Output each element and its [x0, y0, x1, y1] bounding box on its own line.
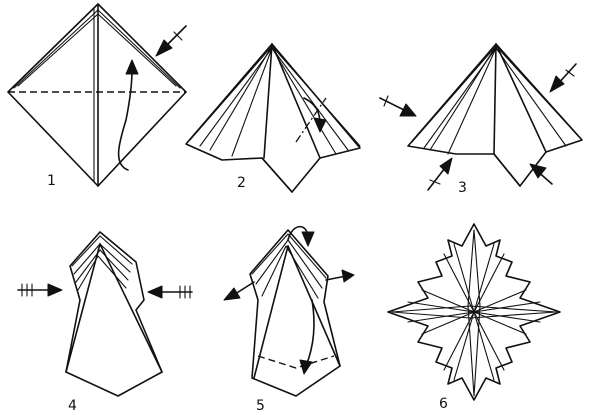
step-1-push-arrowhead	[155, 39, 173, 57]
step-2-flap-right	[271, 45, 361, 147]
step-2-bottom-left	[261, 157, 293, 193]
step-5-arrow-right-head	[341, 269, 355, 283]
step-2-figure	[185, 43, 361, 193]
step-6-ray-7	[473, 311, 505, 371]
step-4-right-edge	[99, 243, 163, 373]
step-6-ray-14	[407, 301, 475, 313]
step-6-ray-1	[473, 253, 505, 313]
step-2-fold-arrowhead	[313, 117, 327, 133]
step-3-arrow-bottom-left-head	[439, 157, 453, 175]
step-2-center-left	[263, 43, 273, 159]
step-1-arrow-tick	[173, 31, 183, 41]
step-6-vertical-spike	[467, 229, 481, 397]
step-6-ray-9	[473, 243, 495, 313]
step-4-top-layer	[71, 235, 133, 267]
step-1-number: 1	[47, 173, 56, 189]
step-1-square	[7, 3, 187, 187]
step-5-top-layer-3	[261, 245, 319, 299]
step-2-flap-right-2	[271, 47, 349, 151]
step-3-center-left	[493, 43, 497, 155]
step-1-fold-arrowhead	[125, 59, 139, 75]
step-4-number: 4	[68, 398, 77, 414]
step-5-figure	[223, 225, 355, 397]
step-5-arrow-left-head	[223, 287, 241, 301]
step-6-ray-15	[473, 311, 541, 323]
step-3-arrow-bottom-right-head	[529, 163, 547, 179]
step-3-number: 3	[458, 180, 467, 196]
step-6-ray-3	[473, 289, 527, 313]
step-2-center-right	[271, 43, 321, 159]
step-6-ray-5	[473, 311, 527, 335]
step-5-arrow-down	[305, 299, 315, 367]
step-3-flap-right	[495, 45, 581, 139]
step-4-body	[65, 231, 163, 397]
step-4-figure	[17, 231, 193, 397]
step-2-fold-line	[295, 97, 327, 143]
step-5-fold-line	[257, 355, 335, 369]
step-5-arrow-down-head	[299, 359, 313, 375]
step-3-arrow-left-head	[399, 103, 417, 117]
step-6-figure	[387, 223, 561, 401]
step-1-fold-arrow	[117, 69, 133, 171]
step-6-ray-12	[453, 311, 475, 381]
step-6-ray-13	[473, 301, 541, 313]
step-3-arrow-right-tick	[565, 69, 575, 77]
step-3-flap-right-2	[495, 47, 567, 147]
step-4-arrow-right-head	[147, 285, 163, 299]
step-5-right-edge	[287, 245, 341, 367]
step-3-center-right	[495, 43, 547, 153]
step-6-ray-11	[473, 311, 495, 381]
step-3-bottom	[493, 153, 521, 187]
step-6-number: 6	[439, 396, 448, 412]
step-3-figure	[379, 43, 583, 191]
step-4-left-edge	[65, 243, 101, 373]
step-6-ray-8	[443, 311, 475, 371]
step-5-top-arrowhead	[301, 231, 315, 247]
step-4-top-layer-3	[75, 249, 129, 283]
step-5-top-layer	[251, 233, 327, 279]
step-6-ray-6	[421, 311, 475, 335]
step-4-arrow-left-head	[47, 283, 63, 297]
step-5-number: 5	[256, 398, 265, 414]
step-6-ray-10	[453, 243, 475, 313]
step-3-arrow-right-head	[549, 75, 565, 93]
step-2-flap-right-3	[271, 47, 337, 155]
step-6-ray-16	[407, 311, 475, 323]
step-3-arrow-left-tick	[383, 95, 389, 107]
step-1-figure	[7, 3, 187, 187]
step-6-ray-4	[421, 289, 475, 313]
step-5-body	[249, 229, 341, 397]
step-6-ray-2	[443, 253, 475, 313]
step-3-arrow-bottom-left-tick	[429, 179, 441, 185]
step-2-number: 2	[237, 175, 246, 191]
